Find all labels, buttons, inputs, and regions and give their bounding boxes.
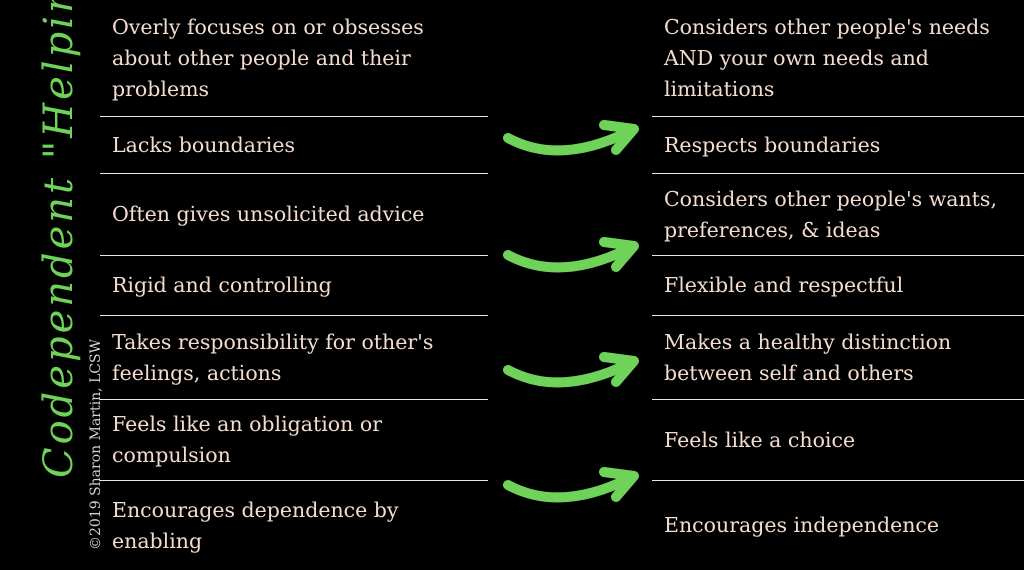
left-item: Takes responsibility for other's feeling… bbox=[100, 316, 488, 400]
left-item: Encourages dependence by enabling bbox=[112, 497, 399, 553]
arrow-icon bbox=[503, 467, 639, 503]
left-item: Lacks boundaries bbox=[100, 117, 488, 174]
right-item: Feels like a choice bbox=[652, 400, 1024, 481]
right-item: Considers other people's wants, preferen… bbox=[652, 174, 1024, 256]
right-item: Considers other people's needs AND your … bbox=[652, 0, 1024, 117]
right-item: Encourages independence bbox=[664, 513, 940, 537]
left-item: Rigid and controlling bbox=[100, 256, 488, 316]
left-item: Often gives unsolicited advice bbox=[100, 174, 488, 256]
left-item: Overly focuses on or obsesses about othe… bbox=[100, 0, 488, 117]
right-item: Makes a healthy distinction between self… bbox=[652, 316, 1024, 400]
right-item: Flexible and respectful bbox=[652, 256, 1024, 316]
right-item: Respects boundaries bbox=[652, 117, 1024, 174]
left-item: Feels like an obligation or compulsion bbox=[100, 400, 488, 481]
arrow-icon bbox=[503, 237, 639, 273]
arrow-icon bbox=[503, 352, 639, 388]
arrow-icon bbox=[503, 120, 639, 156]
